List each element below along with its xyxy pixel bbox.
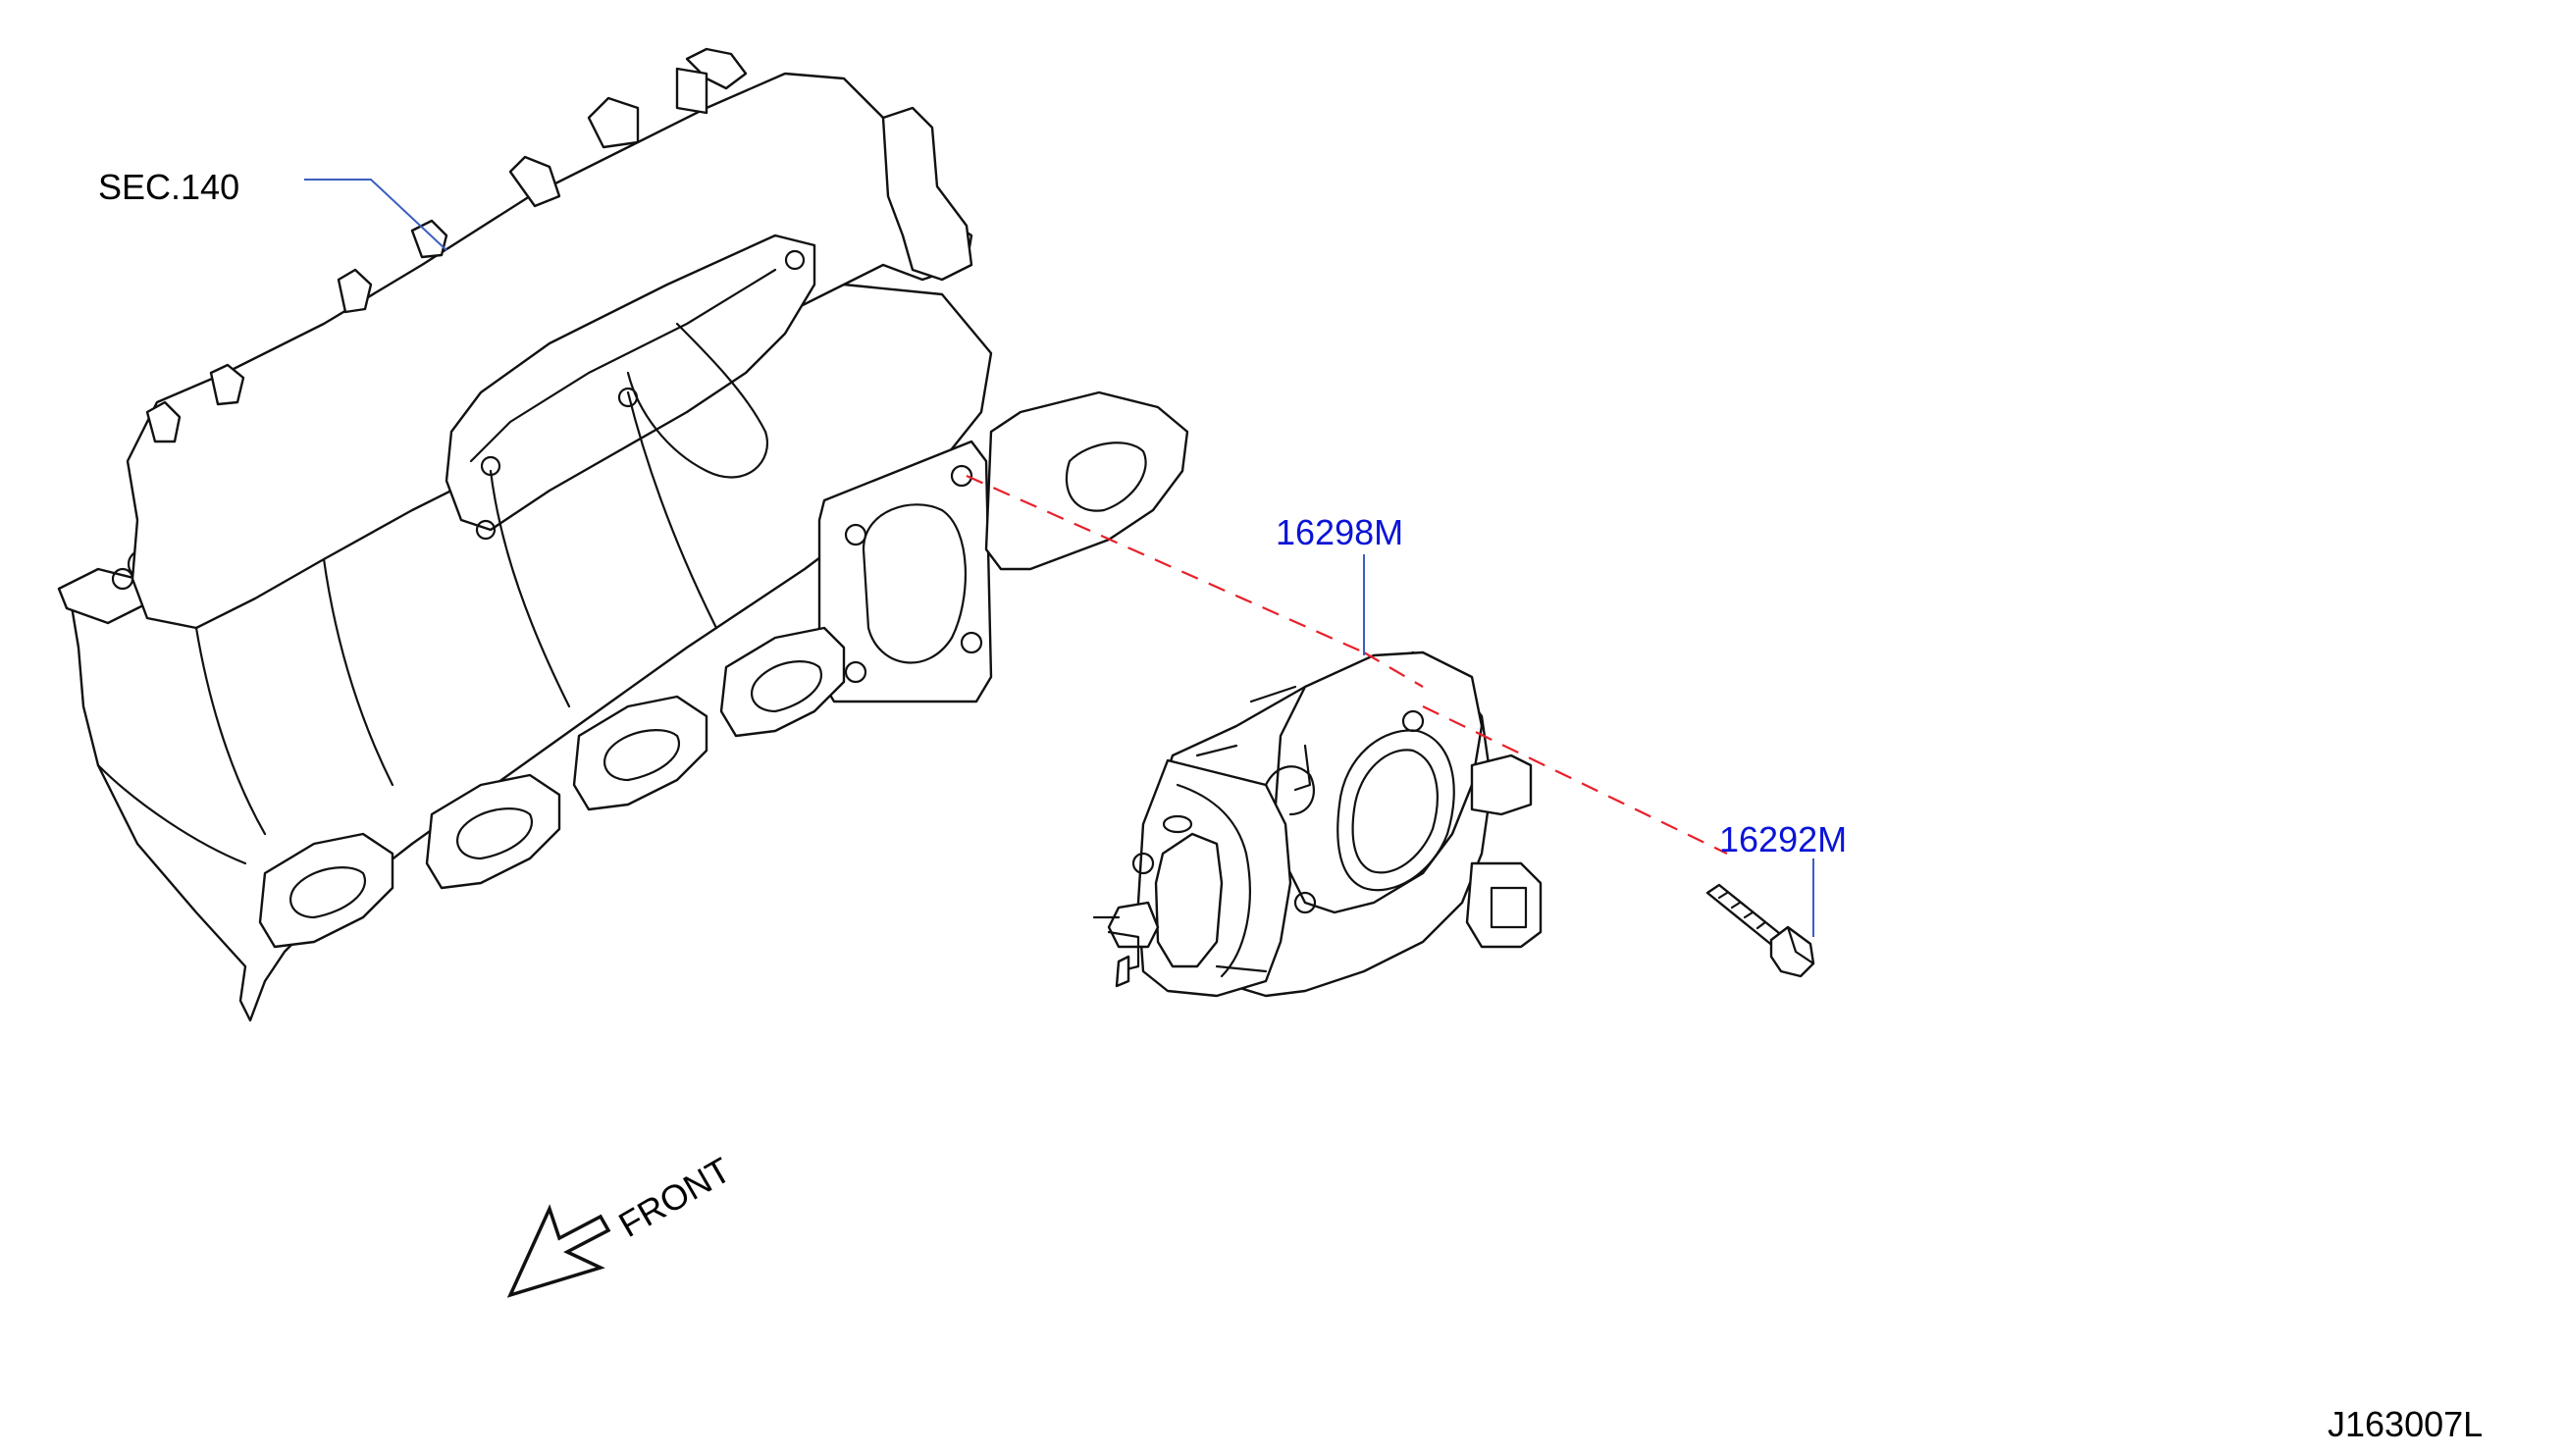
intake-manifold-drawing xyxy=(57,47,1189,1022)
front-direction-label: FRONT xyxy=(612,1149,738,1245)
sec-140-label: SEC.140 xyxy=(98,167,239,207)
front-direction-arrow-icon xyxy=(506,1204,611,1298)
assembly-guide-line xyxy=(966,474,1728,855)
sec-140-leader-line xyxy=(304,179,447,251)
throttle-body-drawing xyxy=(1092,650,1543,998)
bolt-drawing xyxy=(1705,883,1815,978)
part-16298m-label: 16298M xyxy=(1276,512,1403,552)
diagram-code: J163007L xyxy=(2328,1404,2483,1444)
part-16292m-label: 16292M xyxy=(1719,819,1847,859)
